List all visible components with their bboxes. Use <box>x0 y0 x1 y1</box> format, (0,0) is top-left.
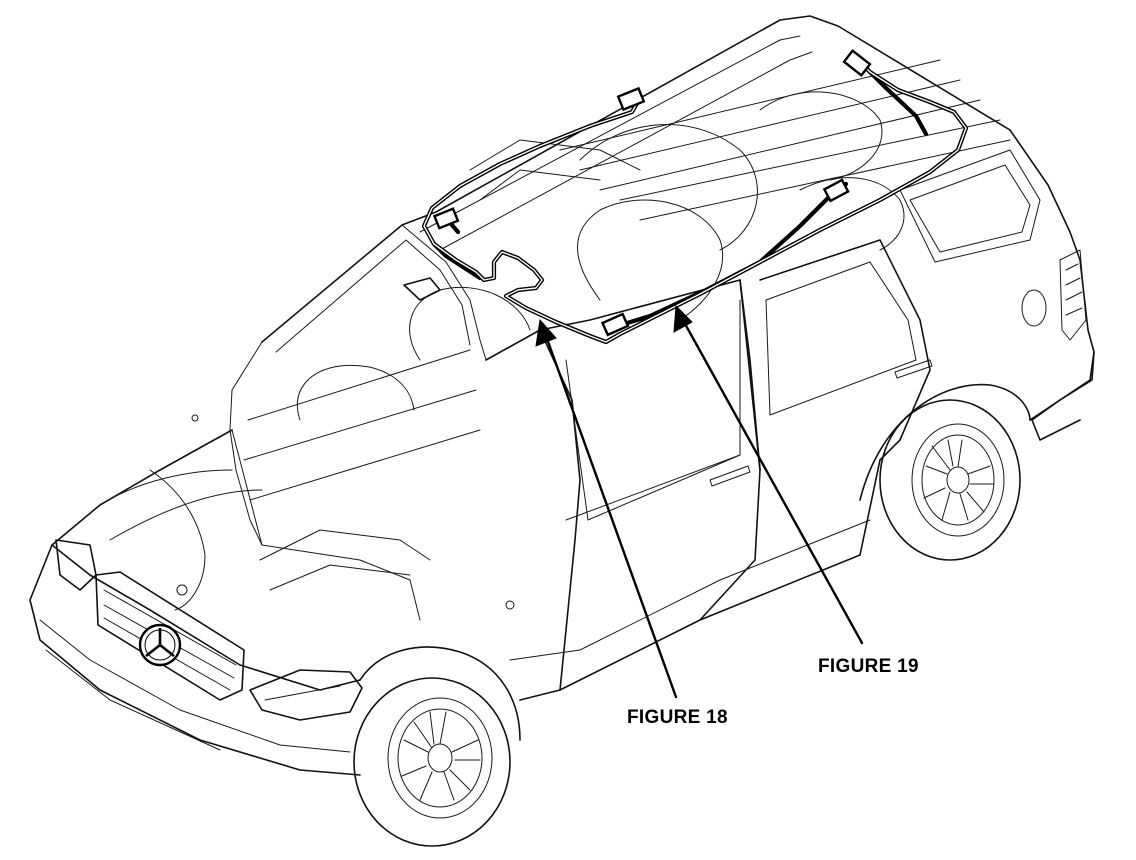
rear-bumper <box>1029 351 1095 441</box>
brand-emblem <box>138 623 182 667</box>
callout-arrow-figure-18 <box>535 318 678 699</box>
front-door-handle <box>709 465 751 487</box>
harness-connector-lower <box>600 312 630 337</box>
rear-wheel <box>879 399 1021 561</box>
callout-label-figure-18: FIGURE 18 <box>627 707 728 728</box>
windshield <box>229 224 487 546</box>
roof-wiring-harness <box>421 49 969 345</box>
front-wheel-arch <box>359 646 521 741</box>
rear-door-handle <box>894 359 933 379</box>
roof-rail <box>419 35 813 251</box>
rear-door <box>759 239 931 556</box>
side-mirror <box>403 277 441 301</box>
front-door <box>485 279 761 691</box>
harness-connector-windshield <box>432 207 460 230</box>
callout-label-figure-19: FIGURE 19 <box>818 656 919 677</box>
rear-wheel-arch <box>859 383 1031 501</box>
front-wheel <box>353 677 511 847</box>
headlight-right <box>249 669 363 721</box>
harness-connector-center <box>822 178 850 203</box>
hood <box>51 429 361 691</box>
front-bumper <box>29 544 361 776</box>
callout-arrow-figure-19 <box>673 304 864 645</box>
vehicle-body <box>29 15 1095 847</box>
harness-connector-front-left <box>616 86 646 112</box>
harness-connector-rear <box>842 49 872 77</box>
grille <box>95 571 245 701</box>
headlight-left <box>55 539 97 591</box>
rear-quarter-window <box>899 149 1041 263</box>
roof-outline <box>261 15 1095 421</box>
